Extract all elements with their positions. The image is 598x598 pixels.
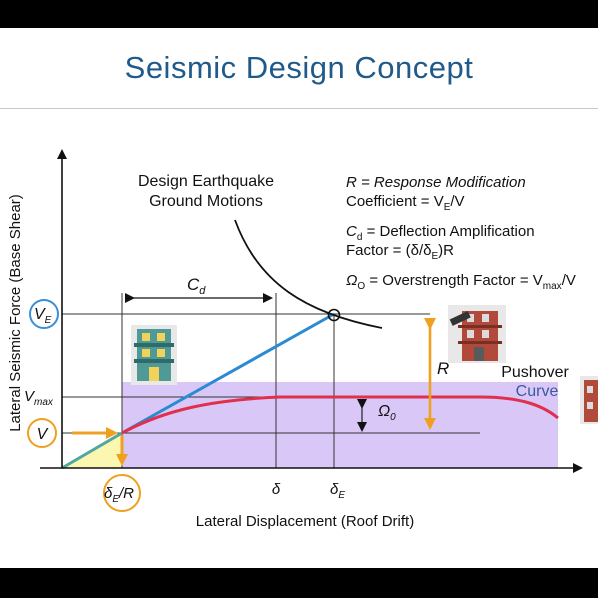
v-level-badge [27, 418, 57, 448]
de-r-tick-label: δE/R [104, 485, 134, 505]
r-label: R [437, 359, 449, 378]
r-definition-line2: Coefficient = VE/V [346, 193, 465, 213]
earthquake-label-line1: Design Earthquake [138, 173, 274, 190]
slide: Seismic Design Concept [0, 28, 598, 568]
seismic-diagram: Cd R Ω0 Lateral Seismic Force (Base Shea… [7, 149, 598, 530]
title-divider [0, 108, 598, 109]
design-earthquake-curve [234, 219, 383, 329]
r-definition-line1: R = Response Modification [346, 174, 526, 191]
pushover-label-line2: Curve [516, 383, 559, 400]
delta-e-tick-label: δE [330, 481, 345, 501]
v-level-label: V [37, 426, 49, 443]
cd-definition-line2: Factor = (δ/δE)R [346, 242, 454, 262]
building-icon-small [131, 325, 177, 385]
cd-definition-line1: Cd = Deflection Amplification [346, 223, 535, 243]
de-r-badge [103, 474, 141, 512]
pushover-label-line1: Pushover [501, 364, 569, 381]
x-axis-label: Lateral Displacement (Roof Drift) [196, 513, 414, 530]
earthquake-intersection-marker [327, 308, 341, 322]
delta-tick-label: δ [272, 481, 281, 498]
omega-label: Ω0 [378, 403, 396, 423]
slide-title: Seismic Design Concept [124, 50, 474, 85]
vmax-level-label: Vmax [24, 388, 54, 408]
earthquake-label-line2: Ground Motions [149, 193, 263, 210]
building-icon-damaged [448, 305, 506, 363]
elastic-line-upper [121, 312, 335, 435]
ve-level-label: VE [34, 306, 52, 326]
omega-definition-line: ΩO = Overstrength Factor = Vmax/V [346, 272, 576, 292]
building-icon-edge [580, 376, 598, 424]
cd-label: Cd [187, 275, 206, 297]
y-axis-label: Lateral Seismic Force (Base Shear) [7, 194, 24, 432]
ve-level-badge [29, 299, 59, 329]
pushover-curve [121, 395, 559, 435]
